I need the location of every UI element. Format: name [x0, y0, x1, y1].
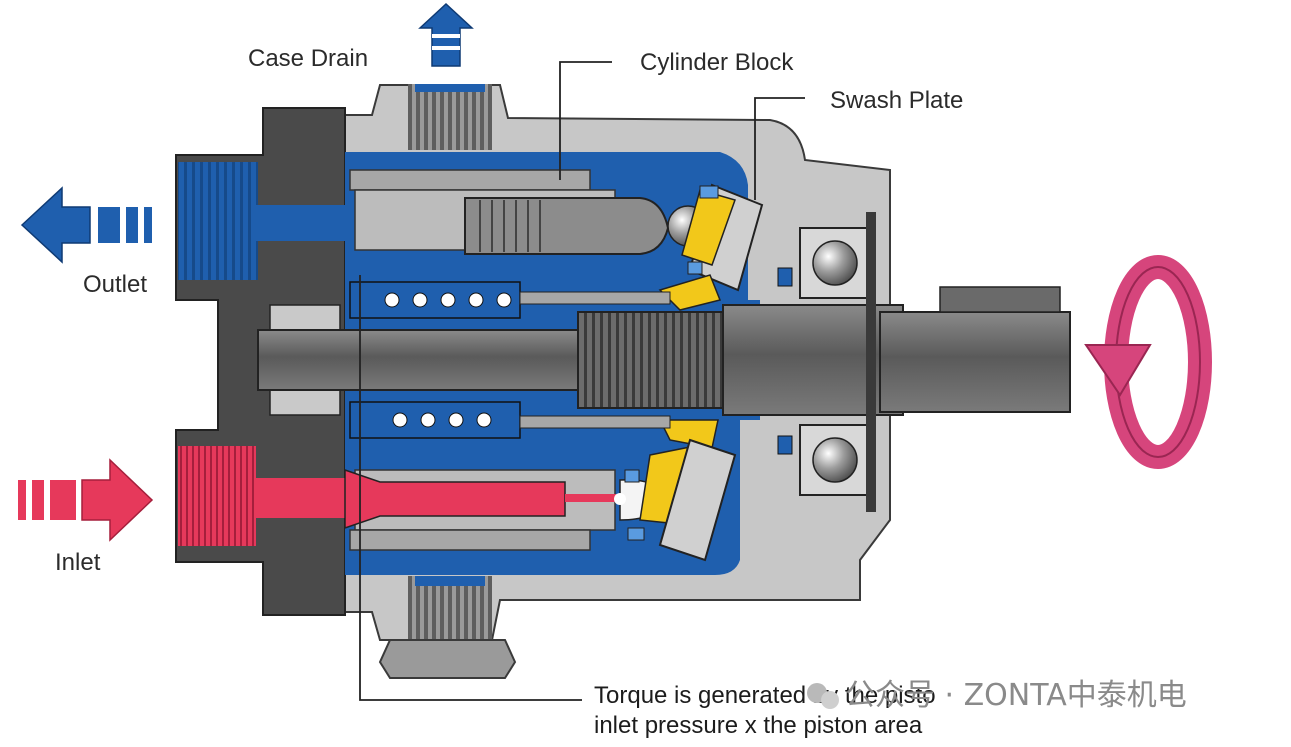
leader-lines	[359, 61, 805, 701]
outlet-arrow	[20, 186, 152, 264]
inlet-label: Inlet	[55, 549, 101, 576]
torque-caption-line1: Torque is generated by the pisto	[594, 682, 936, 709]
watermark-backdrop	[972, 664, 1250, 726]
cylinder-block-leader	[559, 61, 612, 180]
inlet-arrow	[18, 458, 154, 542]
swash-plate	[624, 183, 764, 562]
bearings	[777, 212, 876, 512]
rotation-arrow	[1084, 255, 1212, 469]
swash-plate-label: Swash Plate	[830, 87, 963, 114]
swash-plate-leader	[754, 97, 805, 200]
torque-leader	[359, 275, 582, 701]
case-drain-arrow	[418, 2, 474, 67]
case-drain-label: Case Drain	[248, 45, 368, 72]
spring-pack	[349, 281, 671, 439]
cylinder-block-label: Cylinder Block	[640, 49, 794, 76]
outlet-label: Outlet	[83, 271, 147, 298]
torque-caption-line2: inlet pressure x the piston area	[594, 712, 923, 739]
wechat-logo-icon	[807, 683, 839, 709]
watermark-text: 公众号 · ZONTA中泰机电	[845, 678, 1187, 713]
lower-piston	[178, 446, 663, 546]
